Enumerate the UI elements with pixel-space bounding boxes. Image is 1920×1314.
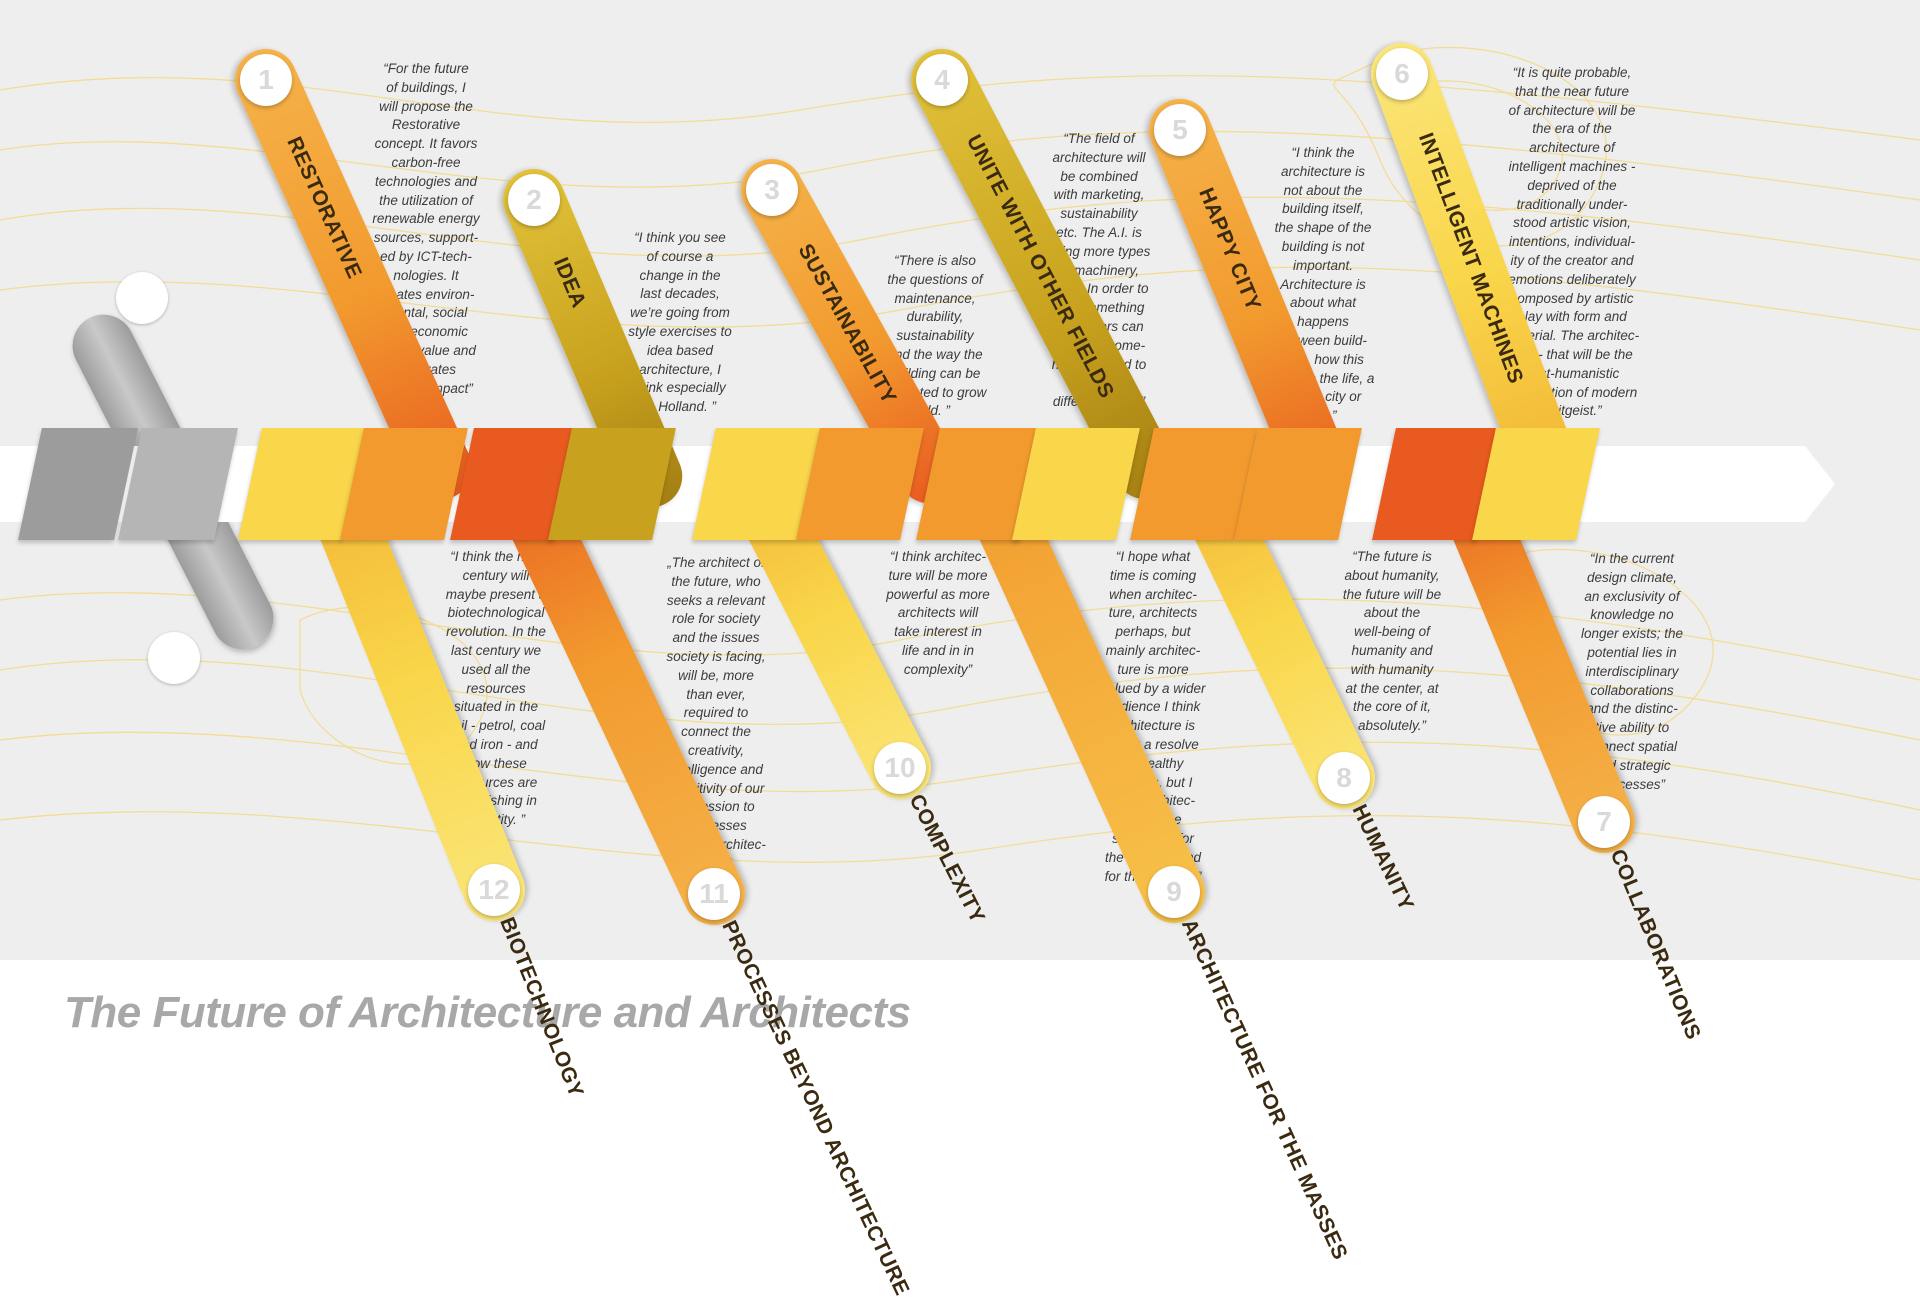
topic-number-4: 4 <box>916 54 968 106</box>
gray-circle-top <box>116 272 168 324</box>
topic-number-1: 1 <box>240 54 292 106</box>
contour-line <box>0 266 1920 331</box>
topic-number-3: 3 <box>746 164 798 216</box>
topic-number-7: 7 <box>1578 796 1630 848</box>
topic-number-10: 10 <box>874 742 926 794</box>
quote-5: “I think the architecture is not about t… <box>1272 145 1375 423</box>
topic-number-12: 12 <box>468 864 520 916</box>
quote-8: “The future is about humanity, the futur… <box>1342 549 1442 734</box>
quote-6: “It is quite probable, that the near fut… <box>1505 65 1640 419</box>
contour-line <box>1333 46 1607 247</box>
gray-circle-bottom <box>148 632 200 684</box>
topic-number-5: 5 <box>1154 104 1206 156</box>
topic-label: BIOTECHNOLOGY <box>495 914 588 1102</box>
quote-10: “I think architec- ture will be more pow… <box>886 549 990 677</box>
topic-number-8: 8 <box>1318 752 1370 804</box>
topic-label: PROCESSES BEYOND ARCHITECTURE <box>717 916 914 1300</box>
page-title: The Future of Architecture and Architect… <box>64 988 911 1037</box>
topic-number-2: 2 <box>508 174 560 226</box>
topic-number-11: 11 <box>688 868 740 920</box>
topic-number-9: 9 <box>1148 866 1200 918</box>
topic-number-6: 6 <box>1376 48 1428 100</box>
topic-label: ARCHITECTURE FOR THE MASSES <box>1176 915 1352 1264</box>
quote-2: “I think you see of course a change in t… <box>628 230 732 415</box>
contour-line <box>0 196 1920 261</box>
quote-1: “For the future of buildings, I will pro… <box>372 61 480 396</box>
